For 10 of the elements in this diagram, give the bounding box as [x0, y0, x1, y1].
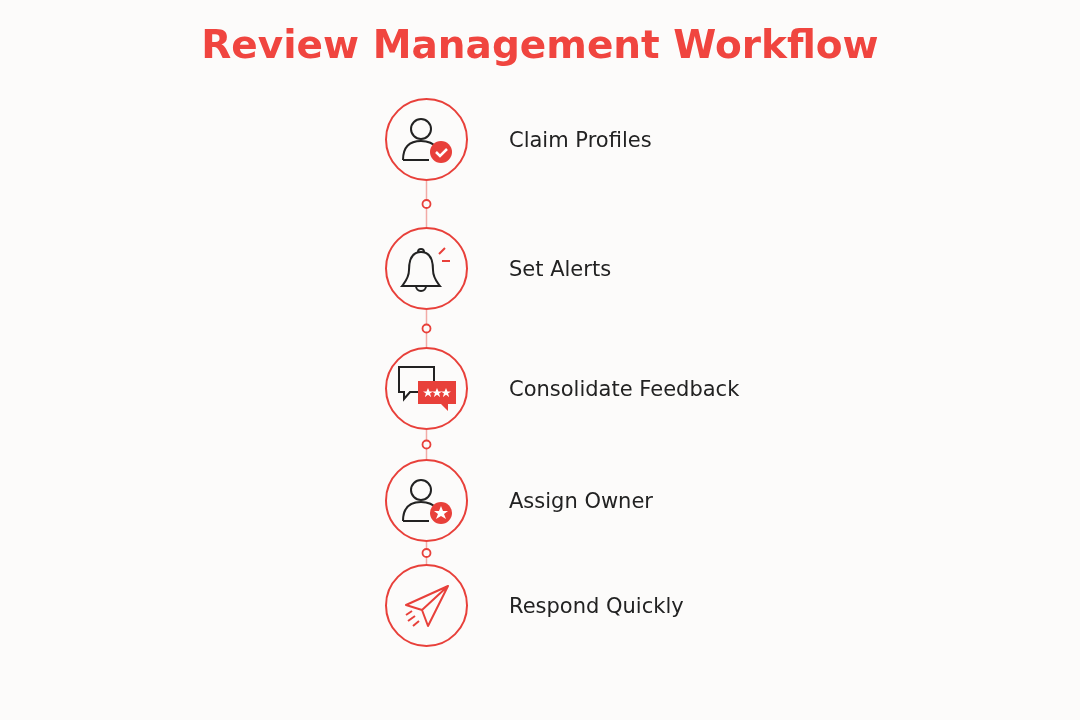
step-label: Set Alerts: [509, 257, 612, 281]
connector: [421, 541, 432, 565]
step-label: Assign Owner: [509, 489, 653, 513]
diagram-title: Review Management Workflow: [201, 22, 879, 67]
step-label: Respond Quickly: [509, 594, 684, 618]
step-label: Claim Profiles: [509, 128, 652, 152]
connector: [421, 429, 432, 460]
connector: [421, 180, 432, 228]
step-label: Consolidate Feedback: [509, 377, 740, 401]
connector: [421, 309, 432, 348]
